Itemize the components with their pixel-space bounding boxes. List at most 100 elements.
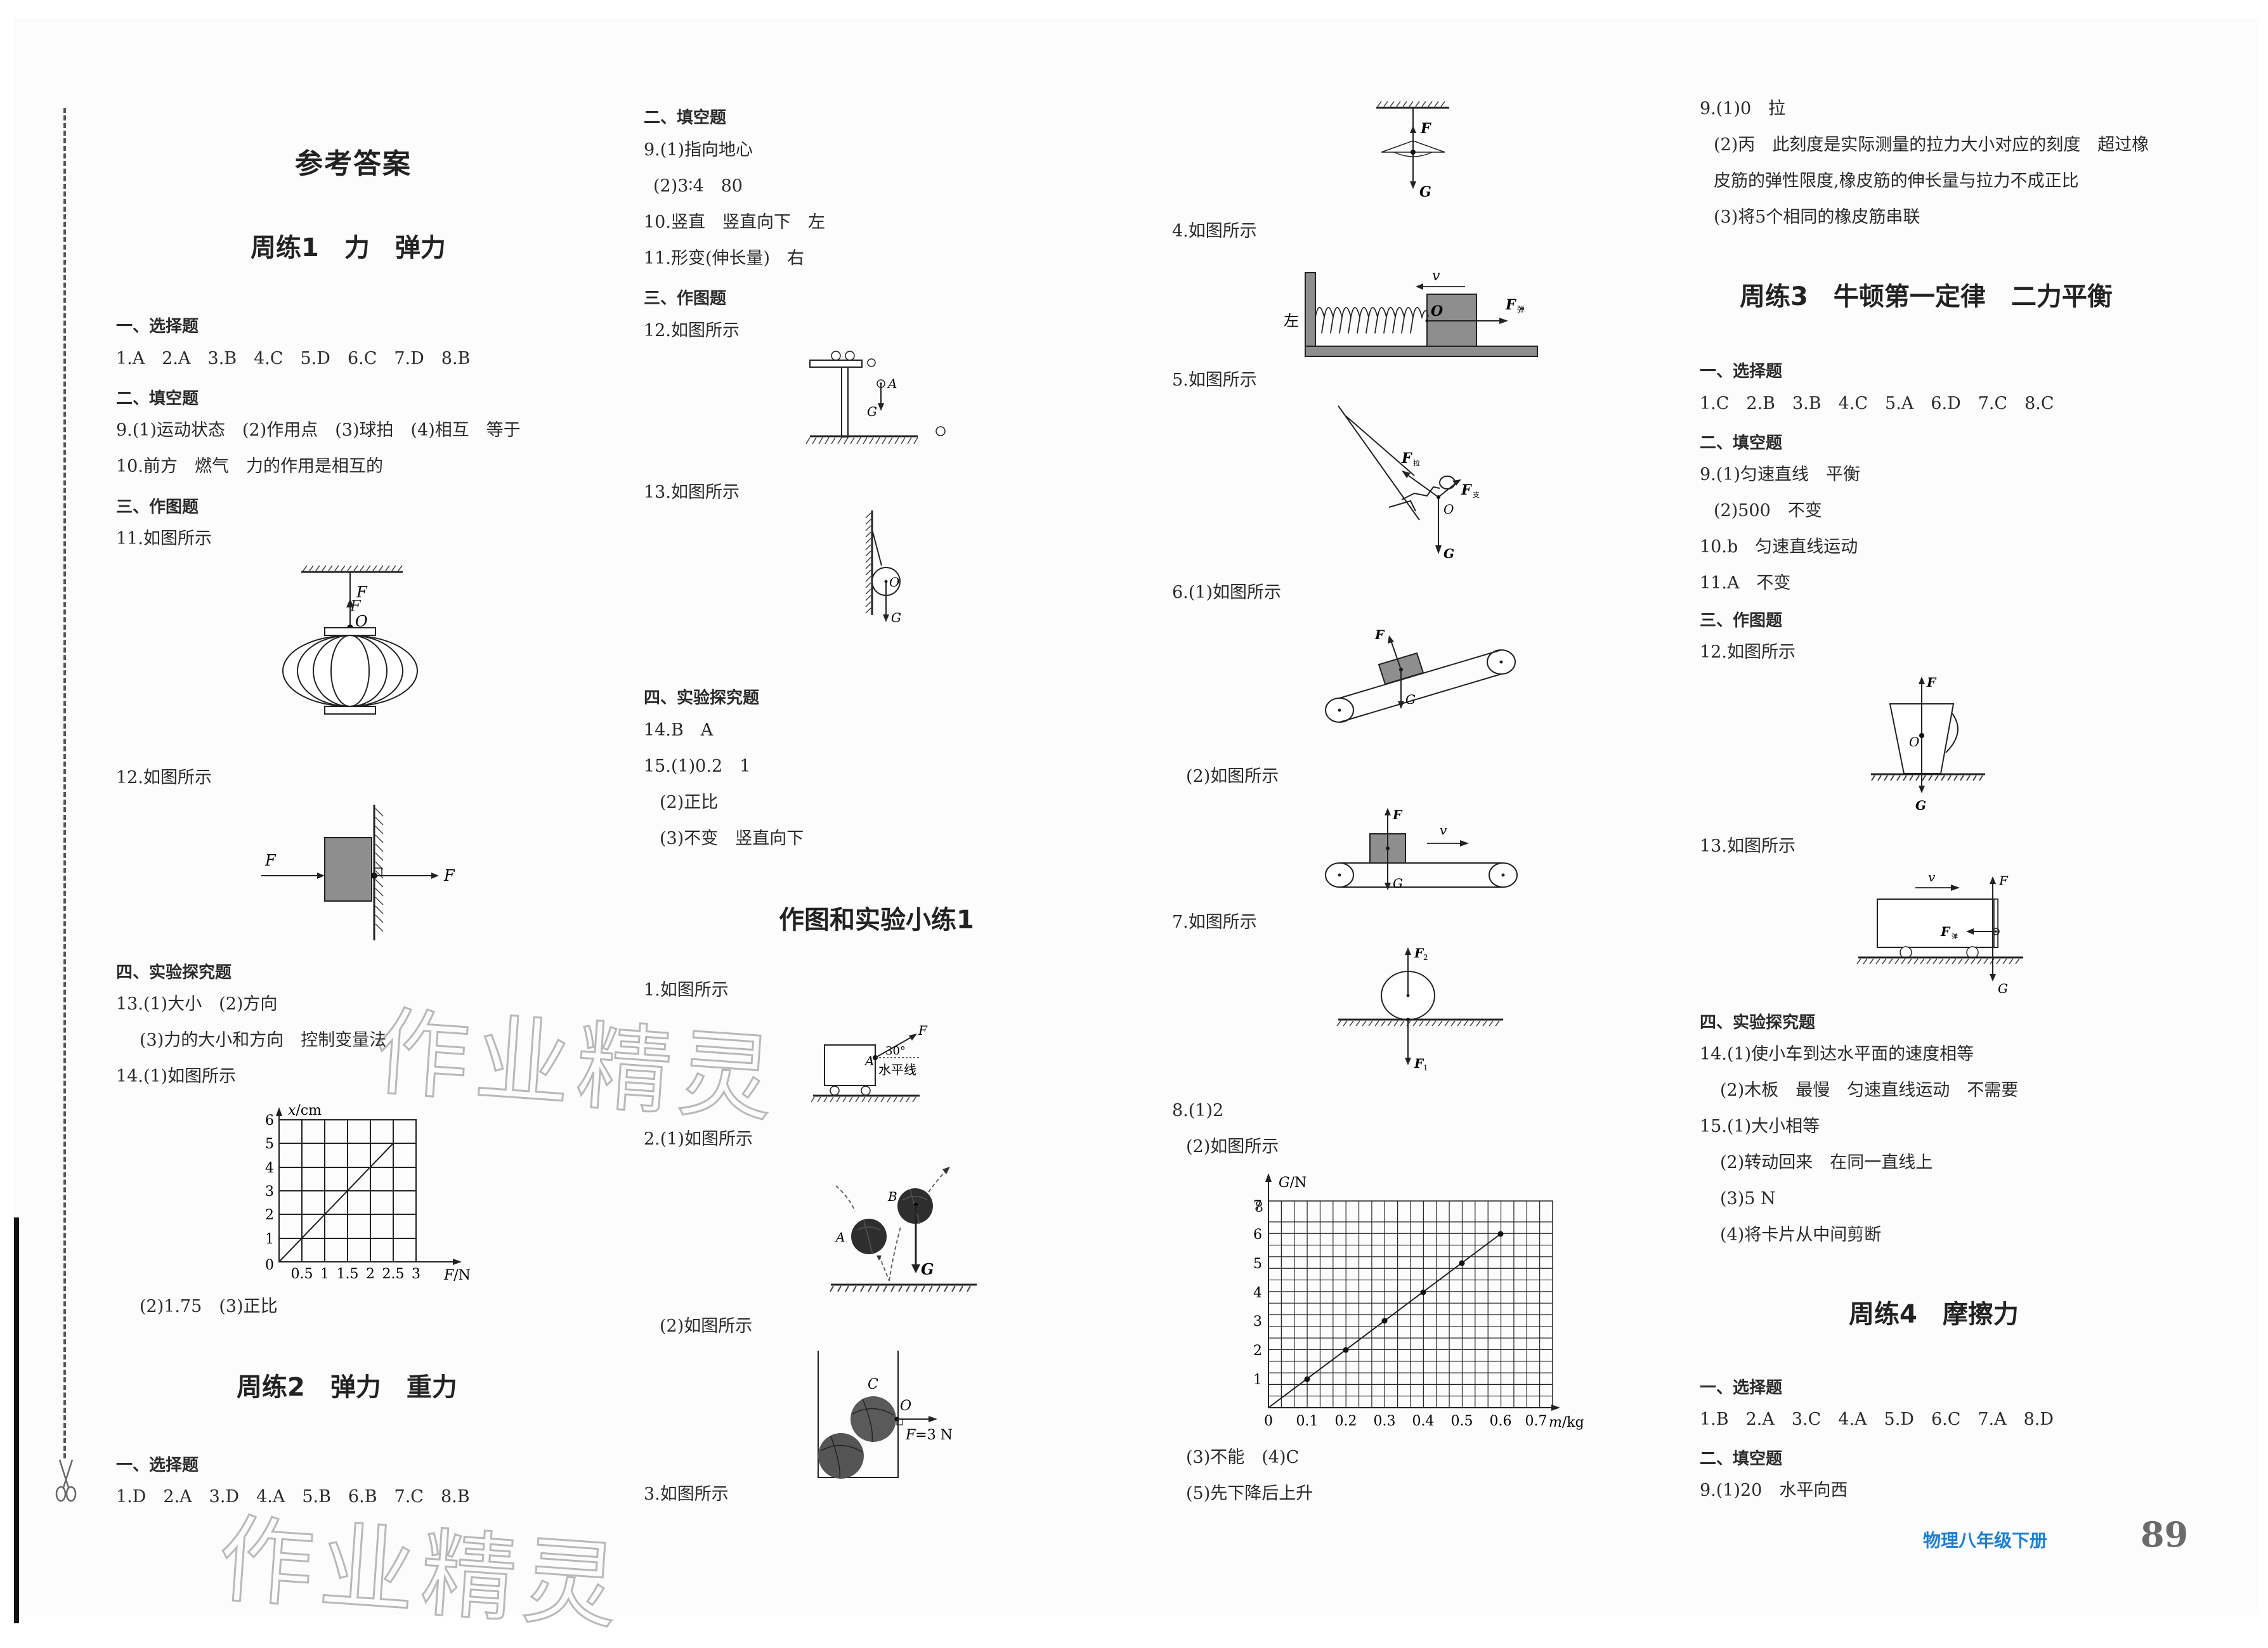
answer-line: (3)5 N xyxy=(1720,1189,1776,1209)
section-heading: 作图和实验小练1 xyxy=(779,905,974,935)
svg-text:O: O xyxy=(900,1398,911,1414)
section-heading: 周练2 弹力 重力 xyxy=(237,1373,457,1402)
answer-line: 13.如图所示 xyxy=(1700,836,1796,856)
answer-line: 10.前方 燃气 力的作用是相互的 xyxy=(116,457,383,476)
svg-text:m/kg: m/kg xyxy=(1549,1415,1584,1431)
lantern-figure: F O xyxy=(282,565,418,715)
answer-line: 11.A 不变 xyxy=(1700,573,1791,593)
question-type: 一、选择题 xyxy=(1700,1379,1783,1398)
svg-text:0: 0 xyxy=(1264,1413,1273,1429)
answer-line: 14.(1)如图所示 xyxy=(116,1067,237,1086)
question-type: 一、选择题 xyxy=(116,317,199,336)
question-type: 二、填空题 xyxy=(1700,1450,1783,1469)
answer-line: (2)500 不变 xyxy=(1714,501,1822,521)
svg-text:G: G xyxy=(1915,798,1926,813)
scissors-icon xyxy=(55,1459,77,1502)
answer-line: 2.(1)如图所示 xyxy=(644,1129,753,1149)
svg-text:G: G xyxy=(867,404,877,419)
svg-text:0.7: 0.7 xyxy=(1525,1413,1548,1429)
answer-line: 5.如图所示 xyxy=(1172,370,1257,390)
cup-figure: F O G xyxy=(1871,675,1985,813)
answer-line: (3)不能 (4)C xyxy=(1186,1448,1300,1467)
basketball-bounce-figure: G A B xyxy=(830,1167,977,1292)
answer-line: 1.如图所示 xyxy=(644,980,729,1000)
svg-text:G: G xyxy=(1393,876,1403,891)
svg-text:F: F xyxy=(918,1023,928,1038)
rope-climber-figure: F 拉 F 支 O G xyxy=(1338,405,1480,561)
cut-line xyxy=(63,108,66,1458)
svg-text:2: 2 xyxy=(1423,953,1428,962)
answer-line: 10.竖直 竖直向下 左 xyxy=(644,212,825,232)
answer-line: (3)不变 竖直向下 xyxy=(660,829,804,848)
answer-line: 4.如图所示 xyxy=(1172,221,1257,241)
svg-text:F: F xyxy=(1401,450,1412,467)
svg-text:0.3: 0.3 xyxy=(1374,1413,1396,1429)
answer-line: 11.形变(伸长量) 右 xyxy=(644,249,805,268)
svg-text:G: G xyxy=(1998,981,2008,996)
svg-text:G: G xyxy=(1444,546,1454,561)
svg-text:1: 1 xyxy=(265,1231,274,1247)
svg-text:F: F xyxy=(1392,807,1403,822)
answer-line: 10.b 匀速直线运动 xyxy=(1700,537,1858,557)
answer-line: 15.(1)大小相等 xyxy=(1700,1117,1820,1136)
svg-text:v: v xyxy=(1432,268,1440,284)
svg-text:30°: 30° xyxy=(885,1044,906,1058)
svg-text:F: F xyxy=(1420,120,1431,137)
answer-line: (3)将5个相同的橡皮筋串联 xyxy=(1714,207,1920,227)
answer-line: 3.如图所示 xyxy=(644,1484,729,1504)
svg-text:F: F xyxy=(1940,924,1951,939)
answer-line: (2)丙 此刻度是实际测量的拉力大小对应的刻度 超过橡 xyxy=(1714,135,2149,155)
cart-pull-figure: F 30° A 水平线 xyxy=(811,1023,928,1103)
svg-text:水平线: 水平线 xyxy=(878,1062,916,1077)
page-title: 参考答案 xyxy=(295,148,412,180)
svg-text:1.5: 1.5 xyxy=(337,1266,359,1281)
question-type: 四、实验探究题 xyxy=(644,689,760,708)
answer-line: 1.A 2.A 3.B 4.C 5.D 6.C 7.D 8.B xyxy=(116,349,471,368)
svg-text:O: O xyxy=(1444,502,1454,517)
svg-text:2.5: 2.5 xyxy=(382,1266,405,1281)
ball-ground-figure: F 2 F 1 xyxy=(1336,945,1503,1072)
svg-text:4: 4 xyxy=(1253,1285,1262,1301)
answer-line: 12.如图所示 xyxy=(1700,642,1796,662)
answer-line: (2)3∶4 80 xyxy=(653,176,743,196)
svg-text:2: 2 xyxy=(265,1207,274,1223)
answer-line: 13.(1)大小 (2)方向 xyxy=(116,994,278,1014)
svg-text:弹: 弹 xyxy=(1517,305,1525,314)
answer-line: 皮筋的弹性限度,橡皮筋的伸长量与拉力不成正比 xyxy=(1714,171,2079,191)
svg-text:A: A xyxy=(835,1230,845,1245)
answer-line: 13.如图所示 xyxy=(644,483,740,502)
section-heading: 周练4 摩擦力 xyxy=(1849,1300,2019,1329)
answer-line: 12.如图所示 xyxy=(116,768,212,788)
svg-text:6: 6 xyxy=(265,1113,274,1129)
answer-line: 9.(1)0 拉 xyxy=(1700,99,1786,119)
svg-text:G/N: G/N xyxy=(1279,1175,1307,1191)
svg-text:B: B xyxy=(887,1189,897,1204)
svg-text:2: 2 xyxy=(1253,1343,1262,1359)
answer-line: 1.C 2.B 3.B 4.C 5.A 6.D 7.C 8.C xyxy=(1700,394,2054,413)
answer-line: 15.(1)0.2 1 xyxy=(644,756,751,776)
svg-text:0.4: 0.4 xyxy=(1412,1413,1435,1429)
answer-line: 12.如图所示 xyxy=(644,321,740,341)
flat-conveyor-figure: F G v xyxy=(1325,807,1518,891)
answer-line: (5)先下降后上升 xyxy=(1186,1484,1313,1503)
svg-text:G: G xyxy=(921,1260,934,1278)
answer-line: 14.B A xyxy=(644,720,714,740)
answer-line: 7.如图所示 xyxy=(1172,912,1257,932)
question-type: 一、选择题 xyxy=(1700,362,1783,381)
scan-edge-shadow xyxy=(14,1217,19,1623)
answer-line: 1.B 2.A 3.C 4.A 5.D 6.C 7.A 8.D xyxy=(1700,1410,2054,1429)
svg-text:5: 5 xyxy=(1253,1256,1262,1272)
svg-text:F: F xyxy=(1505,297,1516,313)
svg-text:3: 3 xyxy=(1253,1314,1262,1330)
answer-line: (4)将卡片从中间剪断 xyxy=(1720,1225,1882,1245)
question-type: 二、填空题 xyxy=(116,389,199,408)
svg-text:C: C xyxy=(868,1377,878,1392)
svg-text:0.2: 0.2 xyxy=(1335,1413,1357,1429)
svg-text:G: G xyxy=(1419,184,1431,200)
question-type: 二、填空题 xyxy=(644,108,727,127)
answer-line: (2)转动回来 在同一直线上 xyxy=(1720,1153,1933,1172)
svg-text:O: O xyxy=(1431,303,1443,320)
svg-text:v: v xyxy=(1440,822,1447,838)
answer-line: (2)如图所示 xyxy=(1186,1137,1279,1157)
